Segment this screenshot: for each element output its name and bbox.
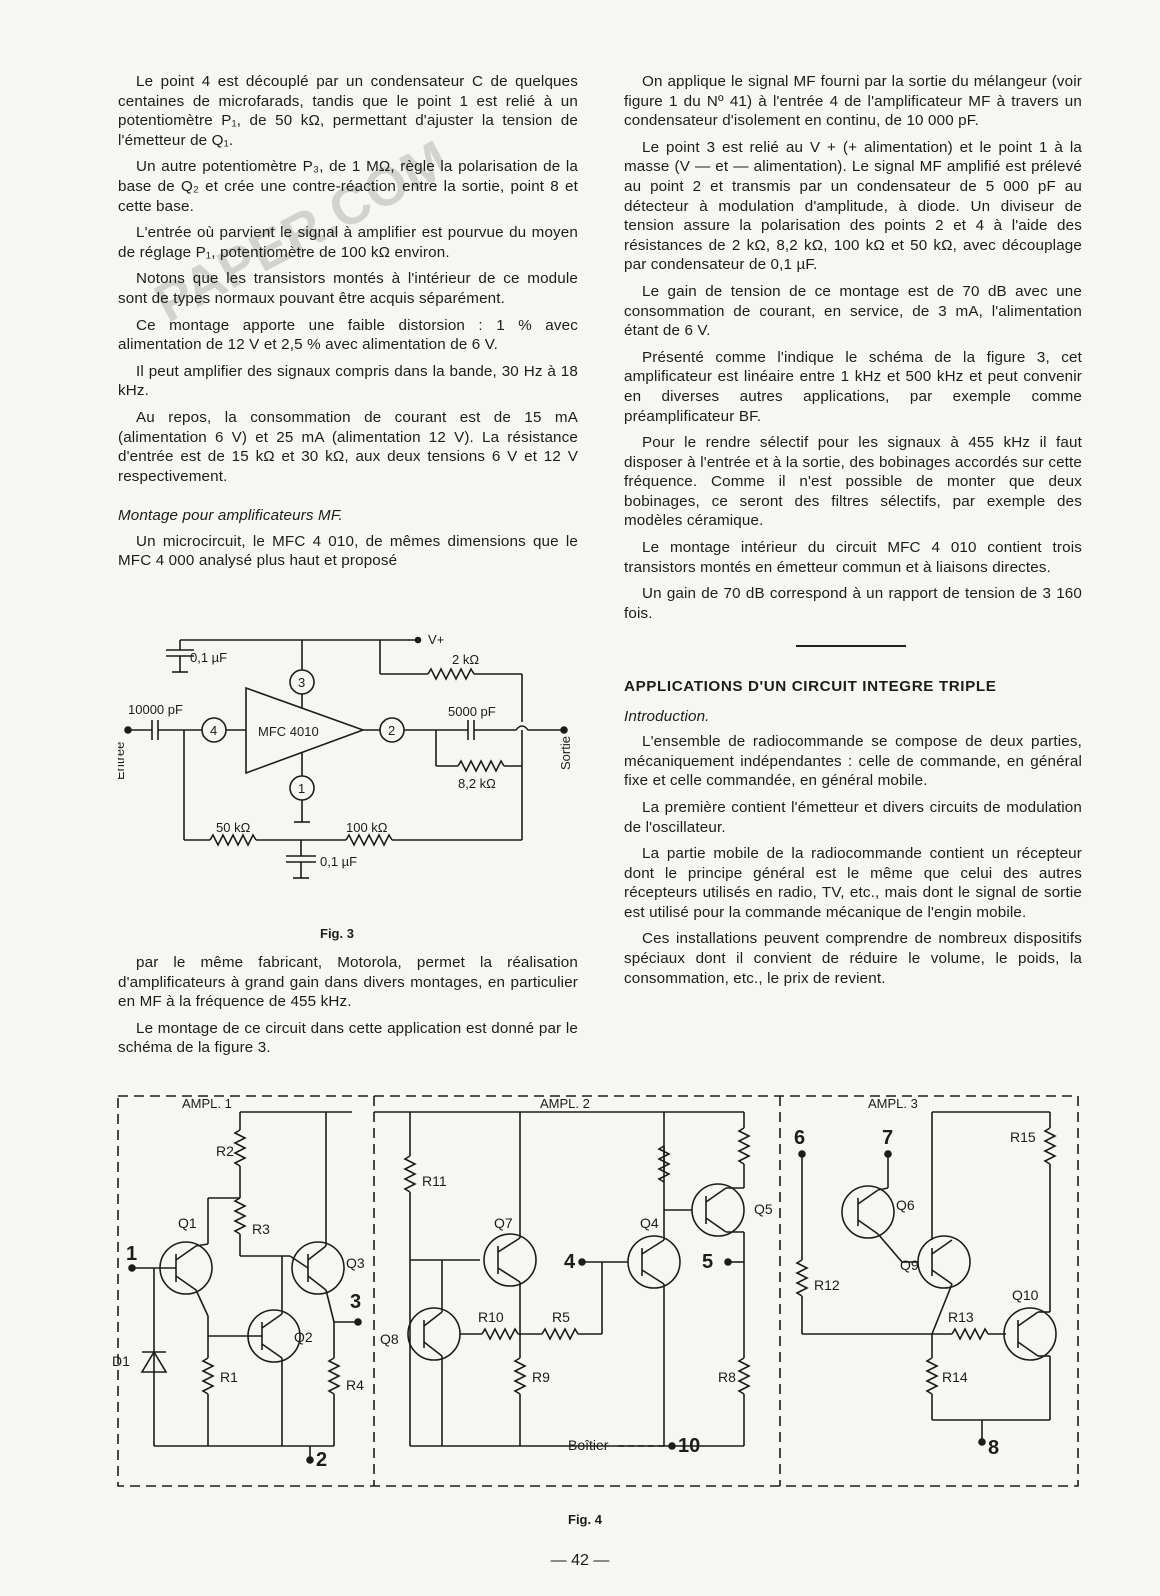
figure-3-schematic: V+ 0,1 µF 10000 pF 5000 pF 2 kΩ 8,2 kΩ 5… (118, 632, 573, 879)
component-label: Q3 (346, 1255, 365, 1271)
vplus-label: V+ (428, 632, 444, 647)
component-label: R14 (942, 1369, 968, 1385)
component-label: R10 (478, 1309, 504, 1325)
section-title: Introduction. (624, 707, 710, 725)
paragraph: par le même fabricant, Motorola, permet … (118, 954, 578, 1011)
paragraph: La partie mobile de la radiocommande con… (624, 845, 1082, 921)
figure-4-schematic: AMPL. 1 AMPL. 2 AMPL. 3 R2 R3 Q1 1 Q3 3 … (112, 1095, 1079, 1487)
component-label: Q4 (640, 1215, 659, 1231)
pin-label: 3 (350, 1291, 361, 1313)
component-label: D1 (112, 1353, 130, 1369)
component-label: Q9 (900, 1257, 919, 1273)
paragraph: Présenté comme l'indique le schéma de la… (624, 348, 1082, 425)
cap-label: 10000 pF (128, 702, 183, 717)
ampl2-label: AMPL. 2 (540, 1096, 590, 1111)
chip-label: MFC 4010 (258, 724, 319, 739)
component-label: R13 (948, 1309, 974, 1325)
paragraph: Il peut amplifier des signaux compris da… (118, 362, 578, 400)
right-column: On applique le signal MF fourni par la s… (624, 72, 1082, 995)
paragraph: Pour le rendre sélectif pour les signaux… (624, 434, 1082, 530)
ampl3-label: AMPL. 3 (868, 1096, 918, 1111)
paragraph: L'ensemble de radiocommande se compose d… (624, 733, 1082, 790)
paragraph: Le gain de tension de ce montage est de … (624, 282, 1082, 340)
page-number: — 42 — (550, 1552, 610, 1569)
resistor-label: 2 kΩ (452, 652, 479, 667)
component-label: Q8 (380, 1331, 399, 1347)
pin-label: 5 (702, 1251, 713, 1273)
paragraph: Le montage intérieur du circuit MFC 4 01… (624, 539, 1082, 576)
cap-label: 5000 pF (448, 704, 496, 719)
pin-label: 4 (564, 1251, 576, 1273)
pin-label: 1 (126, 1243, 137, 1265)
paragraph: Ce montage apporte une faible distorsion… (118, 316, 578, 354)
paragraph: Au repos, la consommation de courant est… (118, 408, 578, 485)
component-label: Q10 (1012, 1287, 1039, 1303)
cap-label: 0,1 µF (320, 854, 357, 869)
pin-label: 10 (678, 1435, 700, 1457)
paragraph: Le montage de ce circuit dans cette appl… (118, 1019, 578, 1057)
component-label: R1 (220, 1369, 238, 1385)
component-label: R5 (552, 1309, 570, 1325)
paragraph: Ces installations peuvent comprendre de … (624, 930, 1082, 987)
sortie-label: Sortie (558, 736, 573, 770)
node-label: 3 (298, 675, 305, 690)
node-label: 2 (388, 723, 395, 738)
component-label: Q6 (896, 1197, 915, 1213)
figure-4-caption: Fig. 4 (568, 1512, 602, 1527)
component-label: R12 (814, 1277, 840, 1293)
pin-label: 2 (316, 1449, 327, 1471)
component-label: R11 (422, 1173, 447, 1189)
boitier-label: Boîtier (568, 1437, 609, 1453)
component-label: Q2 (294, 1329, 313, 1345)
section-title: Montage pour amplificateurs MF. (118, 507, 343, 525)
pin-label: 8 (988, 1437, 999, 1459)
component-label: Q5 (754, 1201, 773, 1217)
paragraph: Un gain de 70 dB correspond à un rapport… (624, 585, 1082, 622)
paragraph: Notons que les transistors montés à l'in… (118, 270, 578, 307)
left-column: Le point 4 est découplé par un condensat… (118, 72, 578, 578)
paragraph: Un autre potentiomètre P₃, de 1 MΩ, règl… (118, 158, 578, 215)
section-heading: APPLICATIONS D'UN CIRCUIT INTEGRE TRIPLE (624, 677, 997, 695)
figure-3-caption: Fig. 3 (320, 926, 354, 941)
paragraph: Un microcircuit, le MFC 4 010, de mêmes … (118, 532, 578, 570)
paragraph: Le point 3 est relié au V + (+ alimentat… (624, 138, 1082, 274)
component-label: R3 (252, 1221, 270, 1237)
resistor-label: 8,2 kΩ (458, 776, 496, 791)
cap-label: 0,1 µF (190, 650, 227, 665)
component-label: R9 (532, 1369, 550, 1385)
component-label: R4 (346, 1377, 364, 1393)
paragraph: On applique le signal MF fourni par la s… (624, 73, 1082, 130)
pin-label: 6 (794, 1127, 805, 1149)
paragraph: L'entrée où parvient le signal à amplifi… (118, 224, 578, 261)
ampl1-label: AMPL. 1 (182, 1096, 232, 1111)
component-label: R8 (718, 1369, 736, 1385)
component-label: R15 (1010, 1129, 1036, 1145)
node-label: 4 (210, 723, 217, 738)
component-label: Q1 (178, 1215, 197, 1231)
node-label: 1 (298, 781, 305, 796)
pin-label: 7 (882, 1127, 893, 1149)
left-column-lower: par le même fabricant, Motorola, permet … (118, 953, 578, 1065)
paragraph: Le point 4 est découplé par un condensat… (118, 73, 578, 149)
paragraph: La première contient l'émetteur et diver… (624, 798, 1082, 836)
component-label: R2 (216, 1143, 234, 1159)
resistor-label: 50 kΩ (216, 820, 251, 835)
separator-rule (796, 645, 906, 647)
entree-label: Entrée (118, 742, 127, 780)
resistor-label: 100 kΩ (346, 820, 388, 835)
component-label: Q7 (494, 1215, 513, 1231)
